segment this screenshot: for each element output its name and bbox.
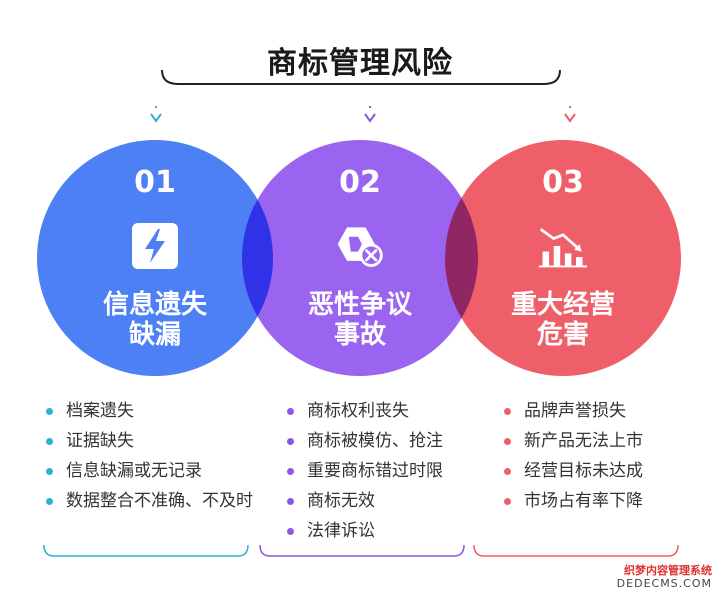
list-item: 品牌声誉损失 xyxy=(502,396,643,426)
list-item: 商标无效 xyxy=(285,486,443,516)
list-item: 法律诉讼 xyxy=(285,516,443,546)
list-item: 商标被模仿、抢注 xyxy=(285,426,443,456)
circle-number: 01 xyxy=(134,165,176,200)
circle-title: 信息遗失 缺漏 xyxy=(102,290,207,350)
list-item: 档案遗失 xyxy=(44,396,253,426)
list-item: 经营目标未达成 xyxy=(502,456,643,486)
list-item: 信息缺漏或无记录 xyxy=(44,456,253,486)
warning-tag-x-icon xyxy=(334,220,386,272)
circle-title: 重大经营 危害 xyxy=(510,290,615,350)
list-item: 重要商标错过时限 xyxy=(285,456,443,486)
diagram-title: 商标管理风险 xyxy=(267,46,453,81)
declining-chart-icon xyxy=(537,220,589,272)
arrow-down-icon xyxy=(564,106,576,123)
list-item: 商标权利丧失 xyxy=(285,396,443,426)
circle-number: 02 xyxy=(339,165,381,200)
title-bracket xyxy=(161,69,561,85)
circle-number: 03 xyxy=(542,165,584,200)
arrow-down-icon xyxy=(150,106,162,123)
watermark: 织梦内容管理系统 DEDECMS.COM xyxy=(616,564,712,590)
arrow-down-icon xyxy=(364,106,376,123)
risk-list-business-harm: 品牌声誉损失 新产品无法上市 经营目标未达成 市场占有率下降 xyxy=(502,396,643,516)
risk-circle-business-harm: 03 重大经营 危害 xyxy=(445,140,681,376)
list-item: 证据缺失 xyxy=(44,426,253,456)
circle-title: 恶性争议 事故 xyxy=(307,290,412,350)
list-item: 市场占有率下降 xyxy=(502,486,643,516)
risk-circle-dispute: 02 恶性争议 事故 xyxy=(242,140,478,376)
risk-list-info-loss: 档案遗失 证据缺失 信息缺漏或无记录 数据整合不准确、不及时 xyxy=(44,396,253,516)
risk-circle-info-loss: 01 信息遗失 缺漏 xyxy=(37,140,273,376)
list-item: 数据整合不准确、不及时 xyxy=(44,486,253,516)
lightning-bolt-icon xyxy=(129,220,181,272)
list-item: 新产品无法上市 xyxy=(502,426,643,456)
risk-list-dispute: 商标权利丧失 商标被模仿、抢注 重要商标错过时限 商标无效 法律诉讼 xyxy=(285,396,443,546)
